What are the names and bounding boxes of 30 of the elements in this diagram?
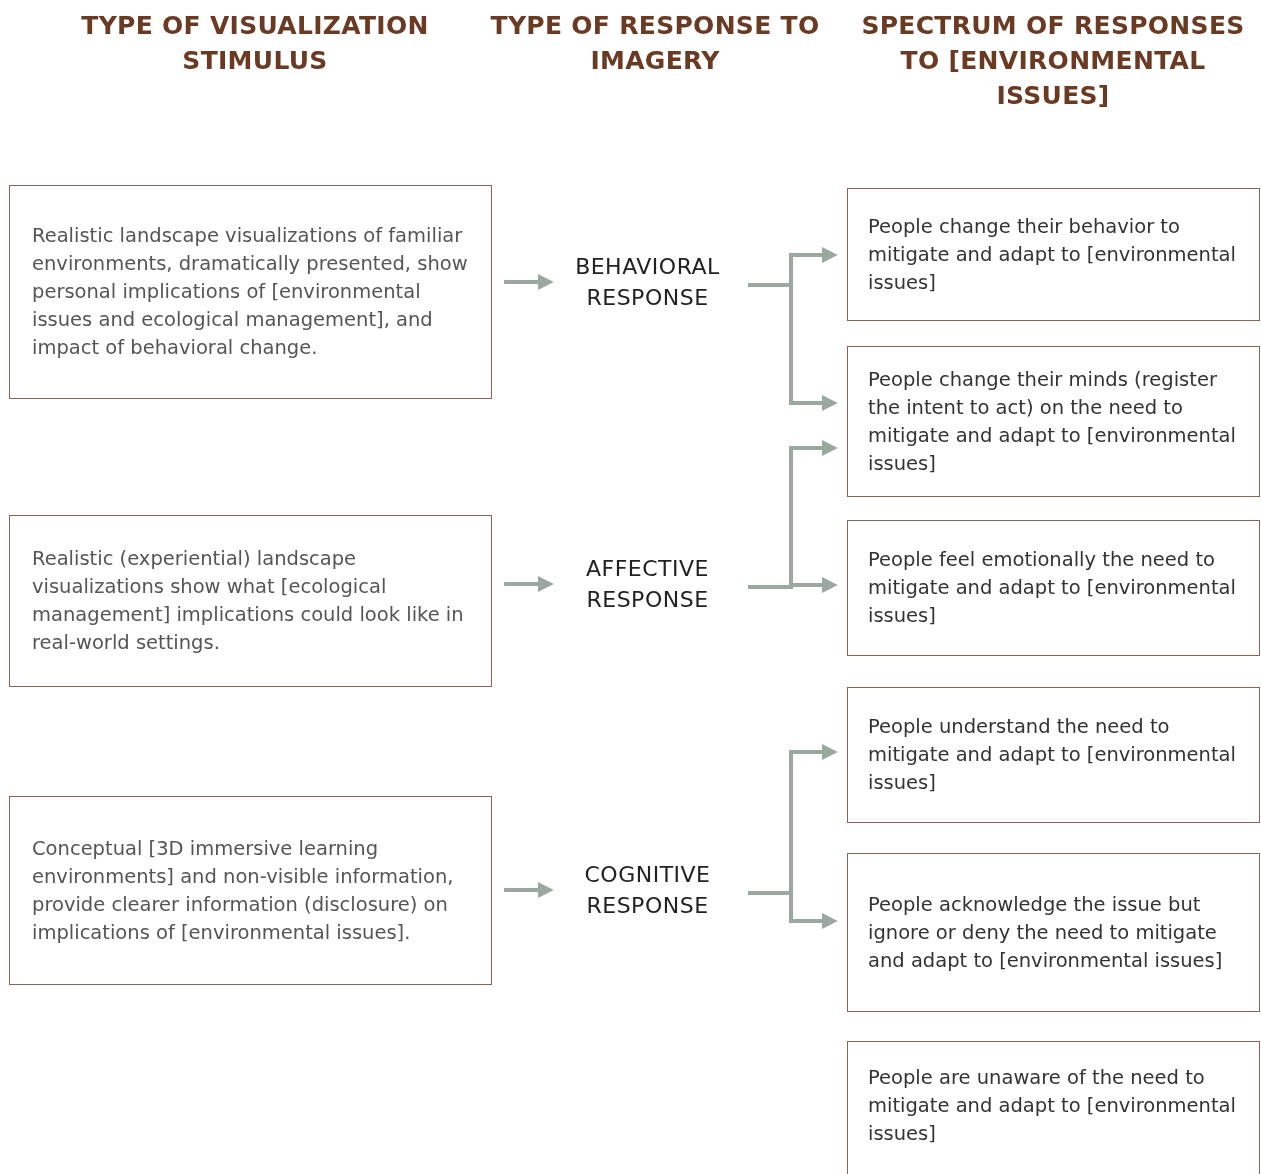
arrow [748,283,838,411]
response-type-label: BEHAVIORAL RESPONSE [574,253,721,312]
box-text: People are unaware of the need to mitigate and adapt to [environmental issues] [868,1065,1237,1147]
column-heading: TYPE OF VISUALIZATION STIMULUS [80,10,430,77]
response-box [847,687,1260,823]
response-type-label: COGNITIVE RESPONSE [583,861,712,920]
box-text: People feel emotionally the need to mitigate and adapt to [environmental issues] [868,547,1237,629]
arrow [504,274,554,290]
response-box [847,520,1260,656]
column-heading: TYPE OF RESPONSE TO IMAGERY [489,10,821,77]
response-box [847,188,1260,321]
stimulus-box [9,185,492,399]
response-box [847,853,1260,1012]
stimulus-box [9,796,492,985]
box-text: People understand the need to mitigate and adapt to [environmental issues] [868,714,1237,796]
response-type-label: AFFECTIVE RESPONSE [585,555,710,614]
response-box [847,346,1260,497]
stimulus-box [9,515,492,687]
response-box [847,1041,1260,1174]
box-text: Conceptual [3D immersive learning environments] and non-visible information, provide clearer information (disclosure) on implications of [environmental issues]. [32,835,455,946]
box-text: People change their behavior to mitigate and adapt to [environmental issues] [868,213,1237,296]
column-heading: SPECTRUM OF RESPONSES TO [ENVIRONMENTAL ISSUES] [860,10,1246,112]
box-text: People change their minds (register the intent to act) on the need to mitigate and adapt to [environmental issues] [868,366,1237,477]
box-text: Realistic (experiential) landscape visualizations show what [ecological management] implications could look like in real-world settings. [32,546,465,656]
arrow [748,577,838,593]
box-text: Realistic landscape visualizations of familiar environments, dramatically presented, show personal implications of [environmental issues and ecological management], and impact of behavioral change. [32,223,469,361]
arrow [504,576,554,592]
arrow [748,891,838,929]
box-text: People acknowledge the issue but ignore or deny the need to mitigate and adapt to [environmental issues] [868,891,1224,974]
arrow [504,882,554,898]
